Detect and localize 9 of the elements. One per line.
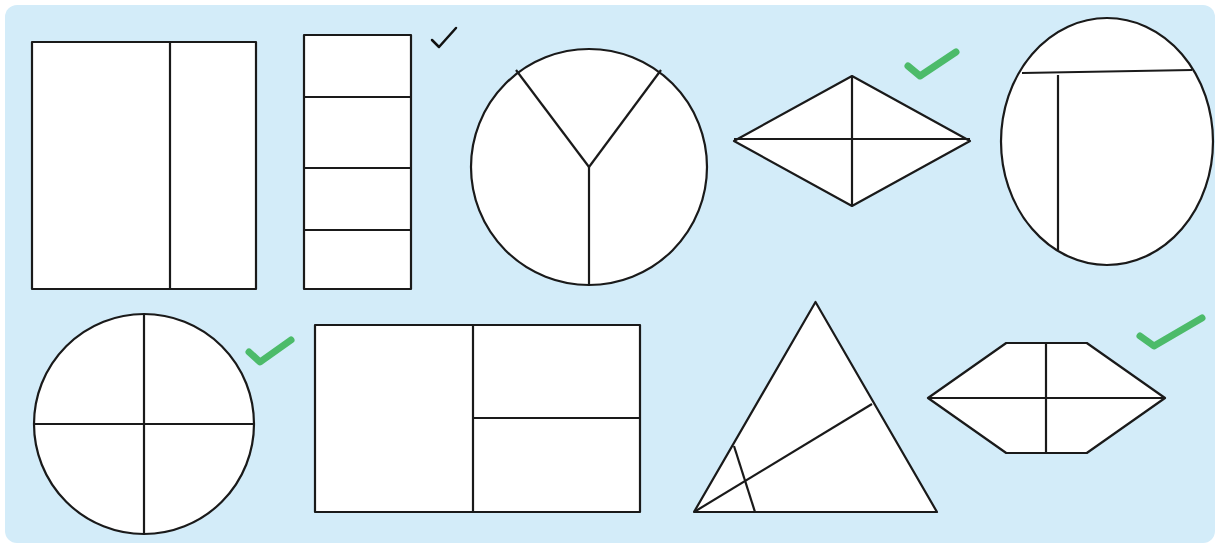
- divided-hexagon: [928, 343, 1165, 453]
- divided-ellipse: [1001, 18, 1213, 265]
- divided-circle: [471, 49, 707, 285]
- divided-rectangle: [315, 325, 640, 512]
- divided-triangle: [694, 302, 937, 512]
- divided-rectangle: [32, 42, 256, 289]
- divided-rectangle: [304, 35, 411, 289]
- divided-rhombus: [734, 76, 970, 206]
- divided-circle: [34, 314, 254, 534]
